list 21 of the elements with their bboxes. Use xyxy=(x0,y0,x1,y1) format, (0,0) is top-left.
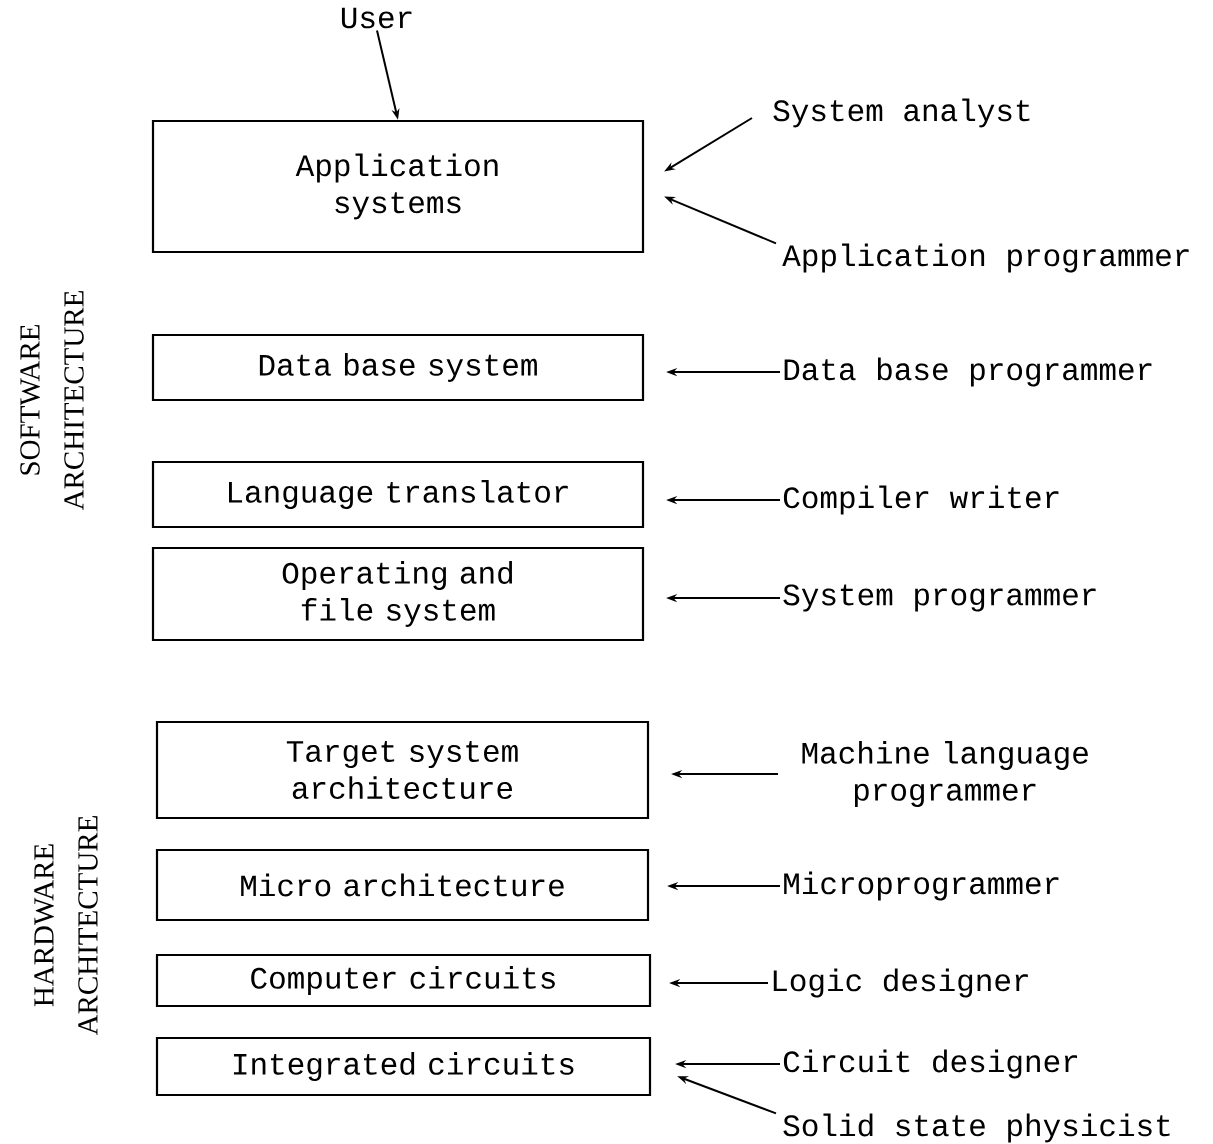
role-label: Data base programmer xyxy=(784,357,1152,387)
layer-box: Data base system xyxy=(151,333,645,402)
role-label: Solid state physicist xyxy=(783,1113,1170,1143)
section-label: HARDWARE ARCHITECTURE xyxy=(34,816,98,1036)
layer-box: Integrated circuits xyxy=(155,1036,652,1097)
role-label: Machine language programmer xyxy=(802,741,1088,807)
role-label: System programmer xyxy=(783,584,1096,612)
layer-box: Computer circuits xyxy=(155,953,652,1008)
role-label: Microprogrammer xyxy=(784,871,1059,901)
user-label: User xyxy=(341,7,412,29)
layer-box: Target system architecture xyxy=(155,720,650,820)
role-label: Circuit designer xyxy=(783,1049,1078,1079)
role-label: Application programmer xyxy=(782,243,1189,273)
role-label: Logic designer xyxy=(773,968,1028,998)
layer-box: Language translator xyxy=(151,460,645,529)
layer-box: Micro architecture xyxy=(155,848,650,922)
section-label: SOFTWARE ARCHITECTURE xyxy=(20,291,84,511)
layer-box: Application systems xyxy=(151,119,645,254)
layer-box: Operating and file system xyxy=(151,546,645,642)
role-label: System analyst xyxy=(773,98,1030,128)
role-label: Compiler writer xyxy=(783,485,1059,515)
